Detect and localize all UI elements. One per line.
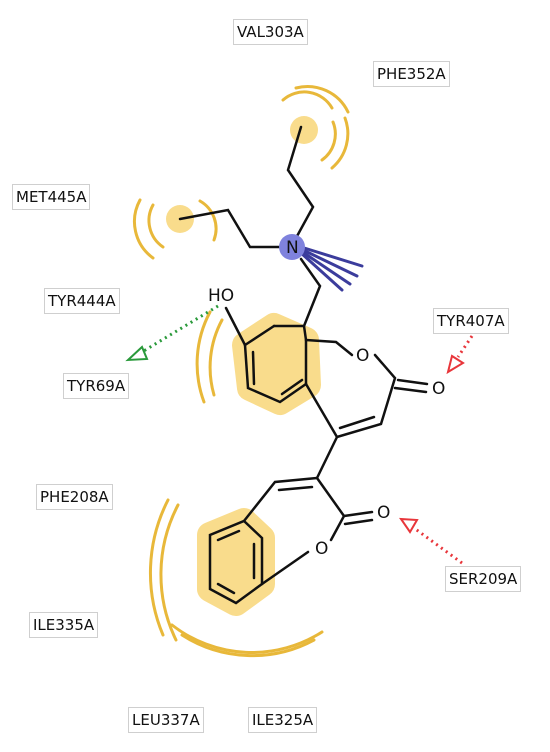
bond — [286, 125, 315, 240]
hydroxyl-label: HO — [208, 286, 234, 306]
wedge-line — [299, 245, 364, 268]
hydrophobic-arc — [147, 203, 165, 249]
hydrophobic-blob-top — [290, 116, 318, 144]
hbond-arrow-icon — [399, 517, 419, 534]
hydrophobic-arcs — [132, 85, 350, 658]
bond — [342, 510, 374, 518]
hydrophobic-surfaces — [166, 116, 321, 616]
hydrophobic-arc — [281, 90, 334, 110]
residue-val303a: VAL303A — [233, 19, 308, 45]
carbonyl-oxygen-lower: O — [377, 503, 390, 523]
bond — [178, 208, 284, 249]
hydrophobic-arc — [294, 85, 350, 114]
hydrophobic-arc — [132, 198, 155, 260]
bond — [304, 338, 354, 357]
bond — [251, 350, 256, 386]
residue-ile325a: ILE325A — [248, 707, 318, 733]
nitrogen-label: N — [286, 238, 299, 258]
hbond-arrow-icon — [446, 354, 465, 375]
hbond-line — [456, 335, 474, 358]
bond — [242, 476, 319, 523]
wedge-line — [299, 247, 359, 278]
bond — [224, 306, 247, 347]
bond — [260, 550, 310, 586]
hbond-line — [413, 526, 463, 565]
hbond-tyr407a — [446, 335, 474, 375]
residue-ile335a: ILE335A — [29, 612, 99, 638]
lactone-oxygen-upper: O — [356, 346, 369, 366]
bond — [343, 518, 374, 526]
molecular-bonds — [178, 125, 429, 605]
nitrogen-wedge-lines — [299, 245, 364, 292]
hbond-ser209a — [399, 517, 463, 565]
residue-tyr407a: TYR407A — [433, 308, 509, 334]
bond — [299, 257, 322, 328]
hbond-arrow-icon — [125, 345, 149, 362]
lactone-oxygen-lower: O — [315, 539, 328, 559]
bond — [315, 476, 346, 542]
residue-tyr69a: TYR69A — [63, 373, 130, 399]
bond — [304, 353, 397, 439]
residue-leu337a: LEU337A — [128, 707, 204, 733]
hydrophobic-arc — [330, 116, 350, 170]
bond — [208, 519, 264, 605]
hydrophobic-arc — [320, 120, 337, 162]
hydrophobic-arc — [195, 310, 212, 404]
residue-phe208a: PHE208A — [36, 484, 113, 510]
hbond-line — [141, 304, 219, 354]
bond — [393, 386, 428, 394]
wedge-line — [299, 249, 352, 286]
residue-met445a: MET445A — [12, 184, 91, 210]
carbonyl-oxygen-upper: O — [432, 379, 445, 399]
bond — [315, 435, 339, 480]
bond — [280, 378, 304, 396]
bond — [272, 324, 308, 342]
hydrophobic-arc — [159, 503, 180, 642]
bond — [243, 324, 276, 347]
hydrophobic-arc — [180, 633, 316, 658]
bond — [338, 415, 376, 430]
hydrophobic-arc — [198, 199, 218, 242]
hydrophobic-arc — [208, 318, 224, 397]
wedge-line — [299, 251, 344, 292]
hydrophobic-arc — [148, 498, 170, 637]
residue-ser209a: SER209A — [445, 566, 522, 592]
bond — [396, 378, 429, 386]
nitrogen-atom — [279, 234, 305, 260]
bond — [216, 529, 241, 542]
hydrophobic-arc — [170, 623, 324, 654]
bond — [216, 582, 236, 595]
bond — [277, 485, 314, 492]
bond — [243, 343, 308, 404]
residue-phe352a: PHE352A — [373, 61, 450, 87]
hbond-tyr69a — [125, 304, 219, 362]
residue-tyr444a: TYR444A — [44, 288, 120, 314]
